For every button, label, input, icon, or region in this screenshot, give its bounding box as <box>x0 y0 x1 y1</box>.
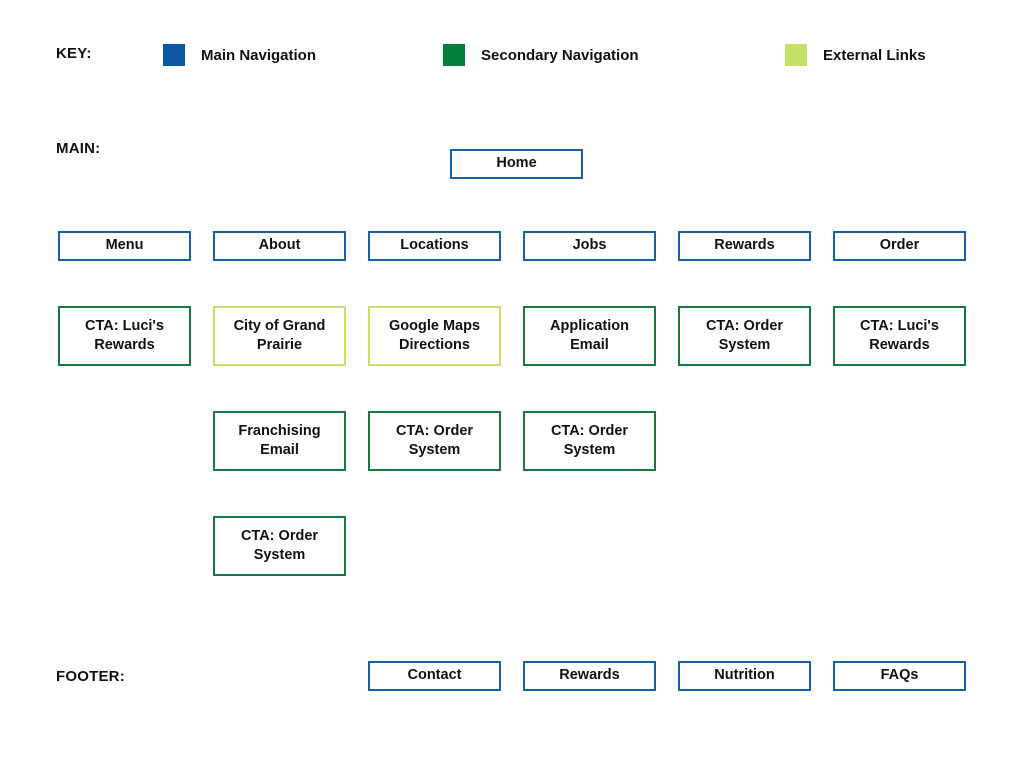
node-line1: CTA: Order <box>240 527 319 544</box>
node-cta-lucis-rewards-order[interactable]: CTA: Luci's Rewards <box>833 306 966 366</box>
node-line1: CTA: Order <box>550 422 629 439</box>
node-application-email[interactable]: Application Email <box>523 306 656 366</box>
node-footer-nutrition[interactable]: Nutrition <box>678 661 811 691</box>
node-line1: City of Grand <box>233 317 326 334</box>
legend-entry-secondary-navigation: Secondary Navigation <box>443 42 639 68</box>
node-home-label: Home <box>496 155 537 172</box>
node-google-maps-directions[interactable]: Google Maps Directions <box>368 306 501 366</box>
legend-label-secondary-navigation: Secondary Navigation <box>481 46 639 64</box>
node-order[interactable]: Order <box>833 231 966 261</box>
node-line2: System <box>408 442 461 458</box>
node-line2: Directions <box>399 337 470 353</box>
node-cta-order-system-locations[interactable]: CTA: Order System <box>368 411 501 471</box>
node-rewards[interactable]: Rewards <box>678 231 811 261</box>
node-locations-label: Locations <box>400 237 469 254</box>
node-franchising-email[interactable]: Franchising Email <box>213 411 346 471</box>
node-line2: System <box>718 337 771 353</box>
node-footer-rewards-label: Rewards <box>559 667 620 684</box>
node-rewards-label: Rewards <box>714 237 775 254</box>
node-line1: CTA: Order <box>705 317 784 334</box>
node-line2: Email <box>570 337 609 353</box>
node-about-label: About <box>258 237 301 254</box>
node-order-label: Order <box>879 237 920 254</box>
node-footer-nutrition-label: Nutrition <box>714 667 775 684</box>
node-cta-order-system-about[interactable]: CTA: Order System <box>213 516 346 576</box>
node-footer-faqs[interactable]: FAQs <box>833 661 966 691</box>
node-line2: Email <box>260 442 299 458</box>
node-locations[interactable]: Locations <box>368 231 501 261</box>
node-cta-lucis-rewards-menu[interactable]: CTA: Luci's Rewards <box>58 306 191 366</box>
node-line1: Franchising <box>238 422 321 439</box>
node-menu[interactable]: Menu <box>58 231 191 261</box>
legend-swatch-external-links <box>785 44 807 66</box>
node-line2: System <box>563 442 616 458</box>
node-footer-faqs-label: FAQs <box>880 667 919 684</box>
node-about[interactable]: About <box>213 231 346 261</box>
node-cta-order-system-jobs[interactable]: CTA: Order System <box>523 411 656 471</box>
node-city-of-grand-prairie[interactable]: City of Grand Prairie <box>213 306 346 366</box>
footer-section-label: FOOTER: <box>56 668 125 685</box>
node-line1: CTA: Order <box>395 422 474 439</box>
key-label: KEY: <box>56 45 92 62</box>
legend-label-external-links: External Links <box>823 46 926 64</box>
node-line1: CTA: Luci's <box>860 317 939 334</box>
node-footer-contact-label: Contact <box>407 667 462 684</box>
legend-swatch-main-navigation <box>163 44 185 66</box>
node-footer-contact[interactable]: Contact <box>368 661 501 691</box>
node-home[interactable]: Home <box>450 149 583 179</box>
node-line2: System <box>253 547 306 563</box>
legend-swatch-secondary-navigation <box>443 44 465 66</box>
node-footer-rewards[interactable]: Rewards <box>523 661 656 691</box>
node-line2: Rewards <box>869 337 930 353</box>
node-menu-label: Menu <box>105 237 144 254</box>
legend-label-main-navigation: Main Navigation <box>201 46 317 64</box>
node-line1: Google Maps <box>388 317 481 334</box>
node-jobs[interactable]: Jobs <box>523 231 656 261</box>
node-jobs-label: Jobs <box>572 237 607 254</box>
legend-entry-main-navigation: Main Navigation <box>163 42 316 68</box>
node-line2: Prairie <box>256 337 303 353</box>
node-line1: CTA: Luci's <box>85 317 164 334</box>
main-section-label: MAIN: <box>56 140 101 157</box>
node-line2: Rewards <box>94 337 155 353</box>
node-line1: Application <box>550 317 629 334</box>
legend-entry-external-links: External Links <box>785 42 926 68</box>
node-cta-order-system-rewards[interactable]: CTA: Order System <box>678 306 811 366</box>
